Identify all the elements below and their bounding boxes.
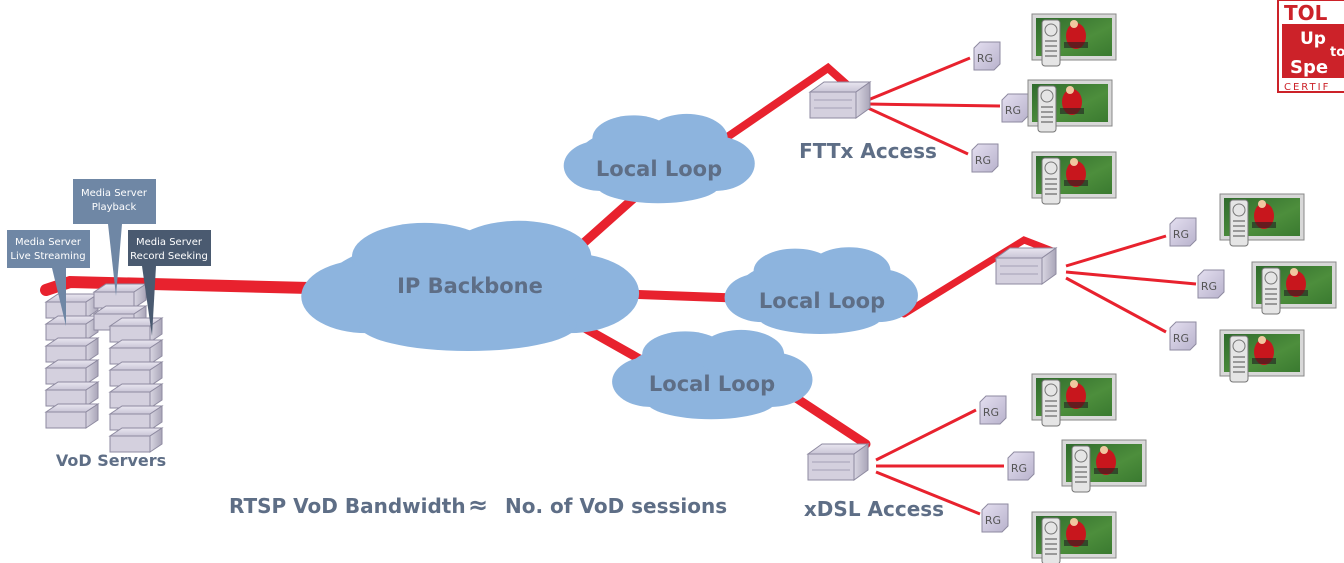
cloud-local-loop-mid: Local Loop: [724, 247, 918, 334]
backbone-label: IP Backbone: [397, 274, 543, 298]
tv-8: [1061, 439, 1147, 493]
rg-7: RG: [979, 395, 1007, 425]
subscriber-lines: [867, 56, 1197, 516]
svg-text:Media Server: Media Server: [136, 237, 203, 248]
certification-logo: TOL Up to Spe CERTIF: [1277, 0, 1344, 93]
svg-text:Spe: Spe: [1290, 57, 1328, 78]
rg-8: RG: [1007, 451, 1035, 481]
svg-text:Live Streaming: Live Streaming: [10, 251, 85, 262]
svg-text:Media Server: Media Server: [81, 188, 148, 199]
link-loop-bot-xdsl: [785, 389, 871, 449]
tv-5: [1251, 261, 1337, 315]
mid-access-box: [995, 247, 1057, 285]
fttx-access-box: [809, 81, 871, 119]
tv-2: [1027, 79, 1113, 133]
vod-servers-label: VoD Servers: [56, 451, 166, 470]
tv-4: [1219, 193, 1305, 247]
tv-6: [1219, 329, 1305, 383]
vod-server-stack-left: [45, 293, 99, 429]
rg-6: RG: [1169, 321, 1197, 351]
svg-text:RG: RG: [983, 406, 999, 419]
tv-3: [1031, 151, 1117, 205]
svg-text:RG: RG: [1173, 228, 1189, 241]
subscriber-tvs: [1027, 13, 1337, 563]
link-backbone-loop-top: [573, 193, 639, 253]
loop-top-label: Local Loop: [596, 157, 722, 181]
loop-bot-label: Local Loop: [649, 372, 775, 396]
formula-symbol: ≈: [468, 491, 488, 519]
callout-record-seeking: Media Server Record Seeking: [128, 230, 211, 336]
tv-9: [1031, 511, 1117, 563]
svg-text:Record Seeking: Record Seeking: [130, 251, 208, 262]
rg-2: RG: [1001, 93, 1029, 123]
rg-3: RG: [971, 143, 999, 173]
formula-left: RTSP VoD Bandwidth: [229, 494, 466, 518]
svg-text:RG: RG: [1005, 104, 1021, 117]
cloud-local-loop-top: Local Loop: [563, 113, 755, 204]
rg-4: RG: [1169, 217, 1197, 247]
link-backbone-loop-mid: [619, 289, 740, 303]
svg-text:RG: RG: [1011, 462, 1027, 475]
vod-server-stack-right: [109, 317, 163, 453]
svg-text:TOL: TOL: [1284, 1, 1328, 25]
xdsl-access-label: xDSL Access: [804, 497, 944, 521]
cloud-local-loop-bot: Local Loop: [612, 329, 813, 420]
svg-text:RG: RG: [975, 154, 991, 167]
fttx-access-label: FTTx Access: [799, 139, 937, 163]
rg-9: RG: [981, 503, 1009, 533]
svg-text:RG: RG: [1201, 280, 1217, 293]
bandwidth-formula: RTSP VoD Bandwidth ≈ No. of VoD sessions: [229, 491, 727, 519]
svg-text:RG: RG: [1173, 332, 1189, 345]
svg-text:to: to: [1330, 45, 1344, 60]
cloud-ip-backbone: IP Backbone: [301, 220, 640, 351]
loop-mid-label: Local Loop: [759, 289, 885, 313]
callout-playback: Media Server Playback: [73, 179, 156, 296]
residential-gateways: RG RG RG RG RG RG RG RG RG: [971, 41, 1225, 533]
callout-live-streaming: Media Server Live Streaming: [7, 230, 90, 326]
svg-text:Playback: Playback: [92, 202, 137, 213]
tv-1: [1031, 13, 1117, 67]
formula-right: No. of VoD sessions: [505, 494, 727, 518]
link-servers-backbone: [40, 275, 356, 296]
links: [40, 62, 1056, 449]
tv-7: [1031, 373, 1117, 427]
svg-text:Media Server: Media Server: [15, 237, 82, 248]
svg-text:RG: RG: [977, 52, 993, 65]
rg-1: RG: [973, 41, 1001, 71]
svg-text:CERTIF: CERTIF: [1284, 82, 1330, 93]
xdsl-access-box: [807, 443, 869, 481]
svg-text:Up: Up: [1300, 29, 1326, 49]
svg-text:RG: RG: [985, 514, 1001, 527]
rg-5: RG: [1197, 269, 1225, 299]
